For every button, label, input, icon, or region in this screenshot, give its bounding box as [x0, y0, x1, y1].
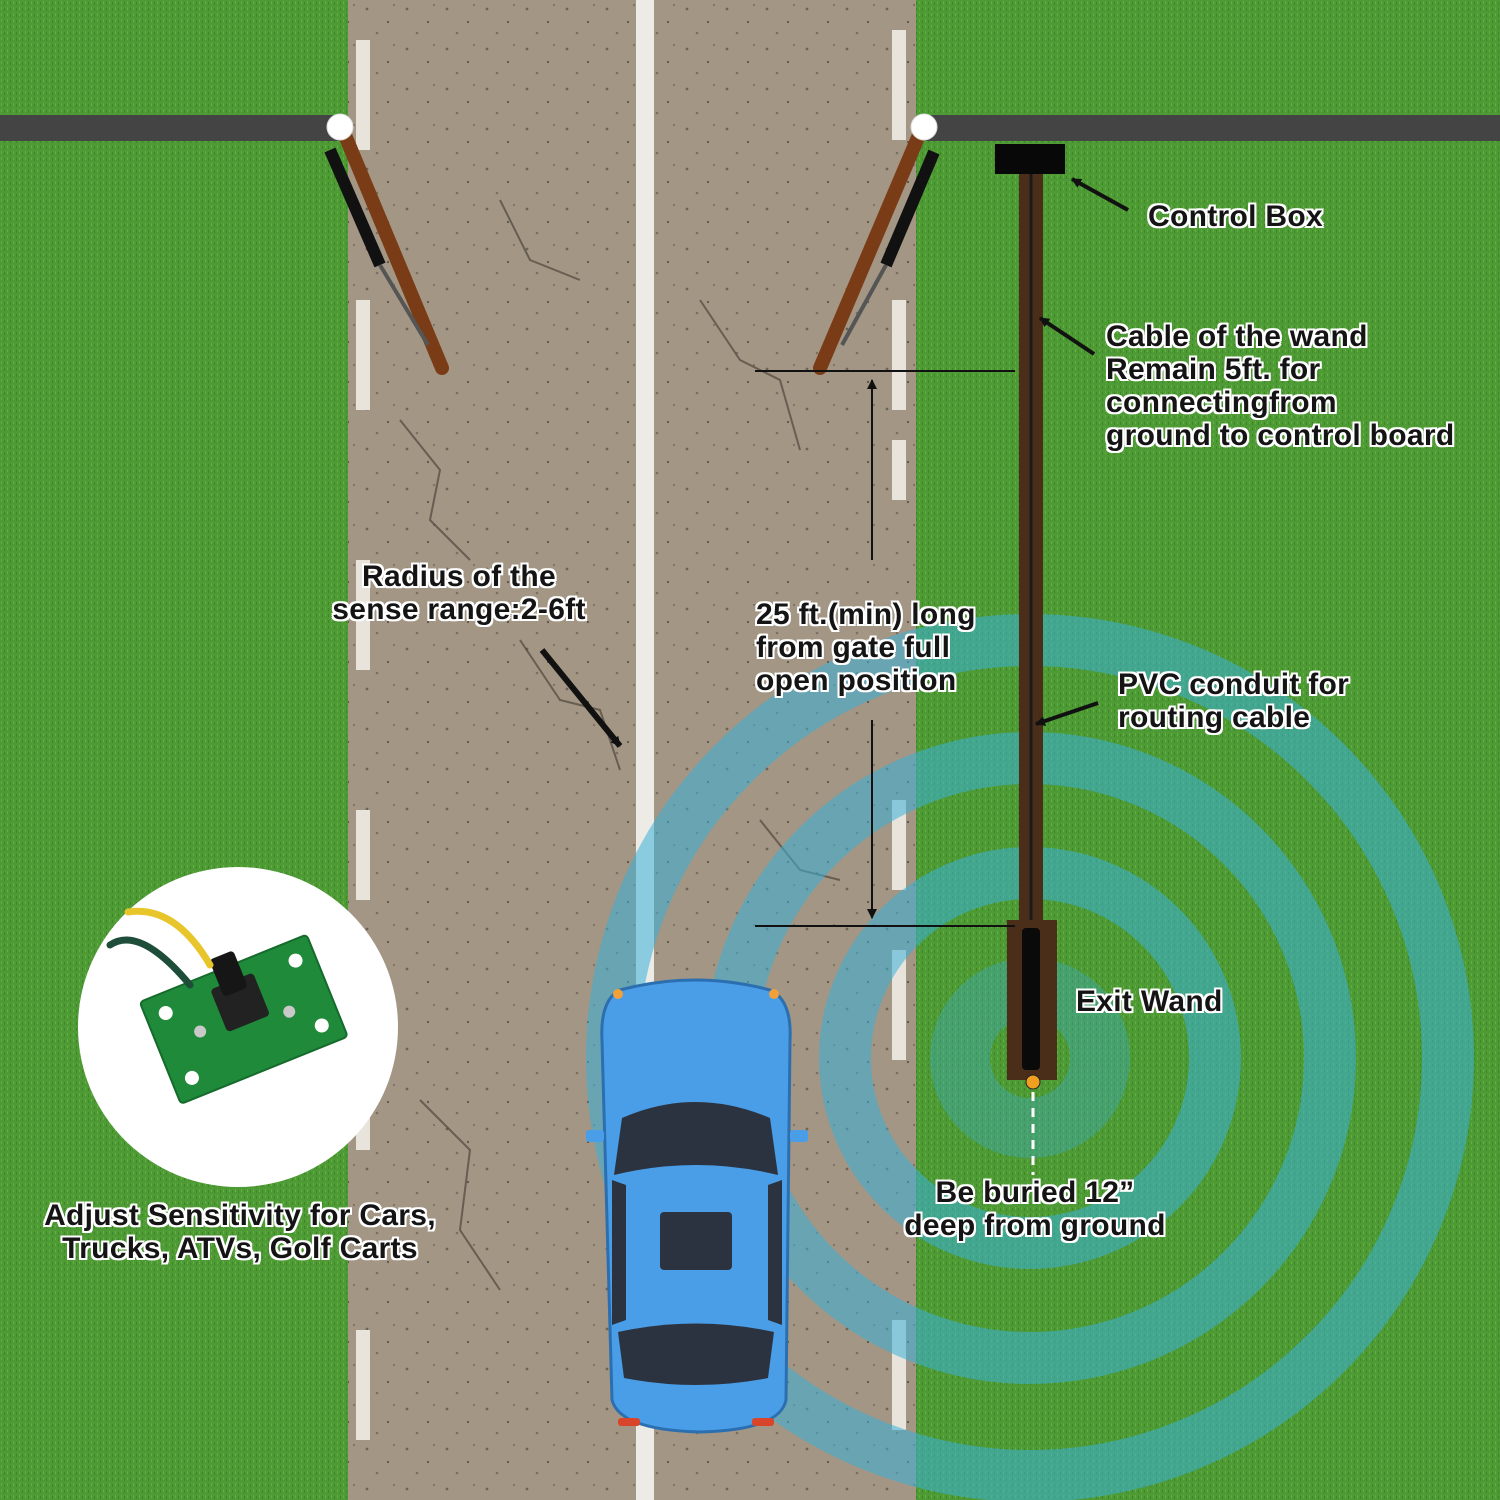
right-gate-arm: [813, 121, 929, 375]
fence-right: [925, 115, 1500, 141]
pcb-board: [139, 934, 348, 1104]
car-mirror-right: [790, 1130, 808, 1142]
wand-tip: [1025, 1074, 1041, 1090]
fence-left: [0, 115, 345, 141]
car-light-left: [613, 989, 623, 999]
distance-label: 25 ft.(min) long from gate full open pos…: [756, 598, 976, 697]
exit-wand-label: Exit Wand: [1076, 985, 1223, 1018]
potentiometer-knob: [210, 951, 247, 996]
exit-wand: [1022, 928, 1040, 1070]
cable-arrow: [1038, 316, 1096, 356]
radius-label: Radius of the sense range:2-6ft: [332, 560, 586, 626]
radius-arrow: [539, 648, 623, 748]
car-mirror-left: [586, 1130, 604, 1142]
sensitivity-inset: [78, 867, 398, 1187]
control-box-arrow: [1071, 177, 1129, 212]
car-tail-right: [752, 1418, 774, 1426]
car-sunroof: [660, 1212, 732, 1270]
wire-green: [106, 936, 194, 989]
pvc-arrow: [1035, 701, 1099, 726]
car-right-windows: [768, 1180, 782, 1325]
distance-dimension: [755, 370, 1015, 927]
car-light-right: [769, 989, 779, 999]
right-hinge: [910, 113, 938, 141]
sensitivity-label: Adjust Sensitivity for Cars, Trucks, ATV…: [44, 1199, 436, 1265]
wire-yellow: [124, 907, 214, 969]
right-gate-opener: [880, 149, 940, 268]
car: [586, 978, 808, 1434]
cable-label: Cable of the wand Remain 5ft. for connec…: [1106, 320, 1455, 452]
control-box-label: Control Box: [1148, 200, 1323, 233]
pvc-label: PVC conduit for routing cable: [1118, 668, 1350, 734]
car-windshield: [614, 1102, 778, 1175]
car-rear-window: [618, 1323, 774, 1385]
control-box: [995, 144, 1065, 174]
left-gate: [324, 113, 449, 375]
car-tail-left: [618, 1418, 640, 1426]
burial-depth-label: Be buried 12” deep from ground: [904, 1176, 1166, 1242]
left-gate-opener: [324, 147, 386, 268]
right-edge-dashes: [892, 30, 906, 1430]
right-gate: [813, 113, 940, 375]
grass-left: [0, 0, 348, 1500]
pointer-arrows: [539, 177, 1129, 748]
left-gate-arm: [335, 121, 449, 375]
car-left-windows: [612, 1180, 626, 1325]
left-hinge: [326, 113, 354, 141]
